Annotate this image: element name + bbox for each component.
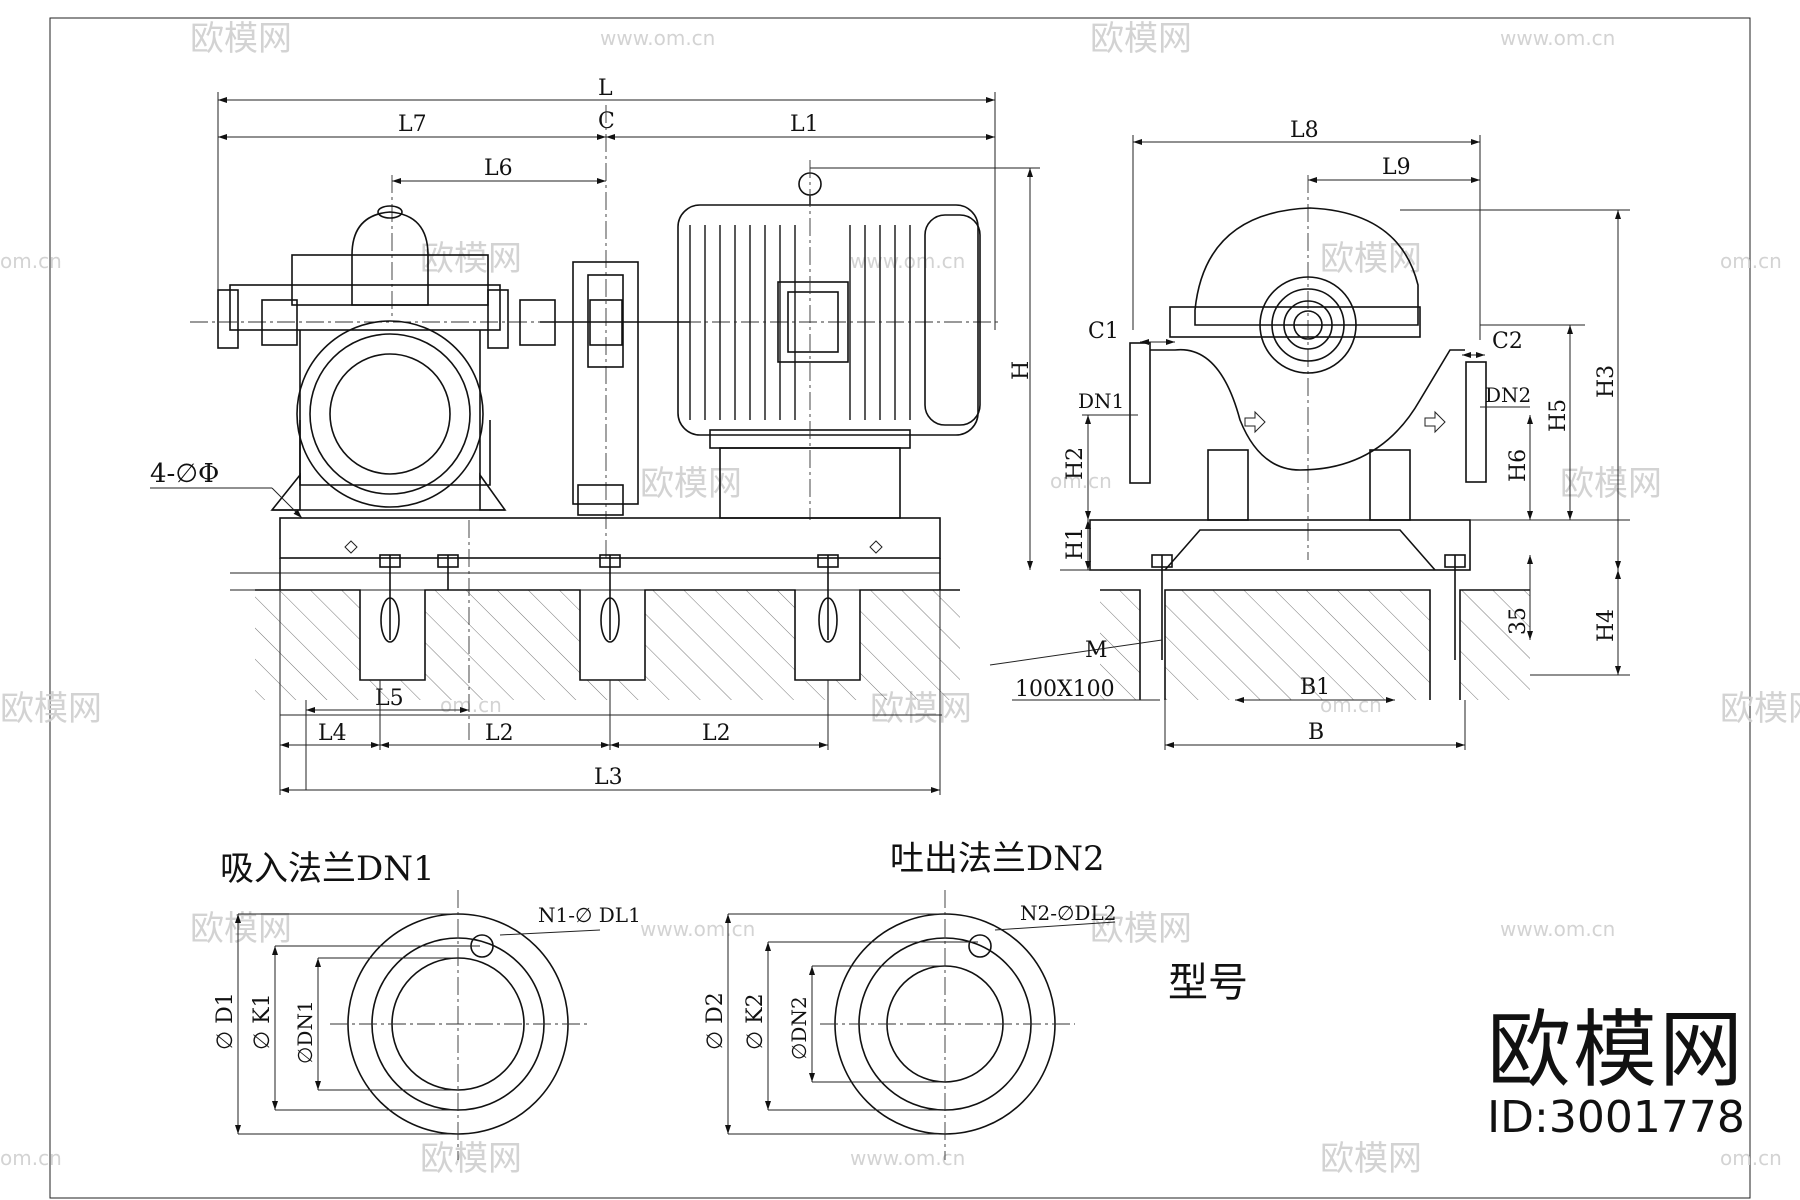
dim-H5: H5 (1546, 399, 1571, 432)
base-plate (279, 517, 941, 559)
dim-H2: H2 (1063, 447, 1088, 480)
watermark-site: www.om.cn (600, 26, 715, 50)
coupling (540, 261, 690, 516)
suction-d-bore: ∅DN1 (293, 1000, 317, 1064)
dim-L2-left: L2 (485, 721, 514, 746)
dim-M: M (1085, 638, 1108, 663)
dim-H6: H6 (1506, 449, 1531, 482)
dim-100x100: 100X100 (1015, 677, 1115, 702)
watermark-brand: 欧模网 (1560, 464, 1662, 504)
model-label: 型号 (1168, 960, 1248, 1006)
brand-stamp-id: ID:3001778 (1487, 1092, 1745, 1144)
front-view: L L7 C L1 L6 H (150, 76, 1040, 795)
watermark-brand: 欧模网 (420, 239, 522, 279)
watermark-brand: 欧模网 (1090, 909, 1192, 949)
watermark-brand: 欧模网 (420, 1139, 522, 1179)
discharge-d-bore: ∅DN2 (787, 996, 811, 1060)
watermark-brand: 欧模网 (1320, 1139, 1422, 1179)
discharge-flange-title: 吐出法兰DN2 (890, 839, 1105, 879)
watermark-brand: 欧模网 (1090, 19, 1192, 59)
pump-casing (217, 205, 556, 511)
brand-stamp-name: 欧模网 (1486, 1001, 1745, 1100)
watermark-site: www.om.cn (640, 917, 755, 941)
watermark-brand: 欧模网 (190, 909, 292, 949)
dim-DN1: DN1 (1078, 389, 1124, 413)
brand-stamp: 欧模网 ID:3001778 (1487, 1008, 1745, 1145)
dim-H: H (1009, 361, 1034, 380)
discharge-holes-label: N2-∅DL2 (1020, 901, 1116, 925)
suction-d-pitch: ∅ K1 (250, 993, 275, 1050)
dim-B: B (1308, 720, 1324, 745)
watermark-site: om.cn (0, 249, 62, 273)
dim-35: 35 (1506, 607, 1531, 635)
dim-L2-right: L2 (702, 721, 731, 746)
watermark-brand: 欧模网 (1720, 689, 1800, 729)
sheet-border (49, 17, 1751, 1199)
watermark-site: www.om.cn (1500, 26, 1615, 50)
dim-C1: C1 (1088, 319, 1119, 344)
watermark-site: www.om.cn (850, 249, 965, 273)
watermark-site: www.om.cn (850, 1146, 965, 1170)
dim-L6: L6 (484, 156, 513, 181)
watermark-brand: 欧模网 (190, 19, 292, 59)
dim-H3: H3 (1594, 365, 1619, 398)
watermark-brand: 欧模网 (0, 689, 102, 729)
dim-H4: H4 (1594, 609, 1619, 642)
dim-L5: L5 (375, 686, 404, 711)
watermark-layer: 欧模网 欧模网 www.om.cn www.om.cn 欧模网 欧模网 om.c… (0, 19, 1800, 1179)
suction-d-outer: ∅ D1 (213, 992, 238, 1050)
dim-DN2: DN2 (1485, 383, 1531, 407)
foundation-side (1089, 519, 1530, 700)
suction-flange: 吸入法兰DN1 N1-∅ DL1 ∅ D1 ∅ K1 ∅DN1 (213, 849, 641, 1160)
dim-L: L (598, 76, 613, 101)
dim-L9: L9 (1382, 155, 1411, 180)
electric-motor (677, 160, 981, 520)
watermark-site: www.om.cn (1500, 917, 1615, 941)
dim-B1: B1 (1300, 675, 1330, 700)
watermark-site: om.cn (1720, 1146, 1782, 1170)
dim-H1: H1 (1063, 527, 1088, 560)
suction-holes-label: N1-∅ DL1 (538, 903, 641, 927)
dim-L8: L8 (1290, 118, 1319, 143)
discharge-d-pitch: ∅ K2 (743, 993, 768, 1050)
watermark-brand: 欧模网 (640, 464, 742, 504)
pump-side-body (1129, 207, 1487, 521)
discharge-d-outer: ∅ D2 (703, 992, 728, 1050)
foundation (255, 540, 960, 700)
dim-L3: L3 (594, 765, 623, 790)
suction-flange-title: 吸入法兰DN1 (220, 849, 435, 889)
discharge-flange: 吐出法兰DN2 N2-∅DL2 ∅ D2 ∅ K2 ∅DN2 (703, 839, 1116, 1160)
watermark-brand: 欧模网 (1320, 239, 1422, 279)
dim-L7: L7 (398, 112, 427, 137)
watermark-site: om.cn (1050, 469, 1112, 493)
watermark-site: om.cn (1720, 249, 1782, 273)
dim-L1: L1 (790, 112, 819, 137)
watermark-site: om.cn (0, 1146, 62, 1170)
dim-holes: 4-∅Φ (150, 459, 219, 489)
dim-C2: C2 (1492, 329, 1523, 354)
side-view: L8 L9 (989, 118, 1630, 750)
dim-L4: L4 (318, 721, 347, 746)
